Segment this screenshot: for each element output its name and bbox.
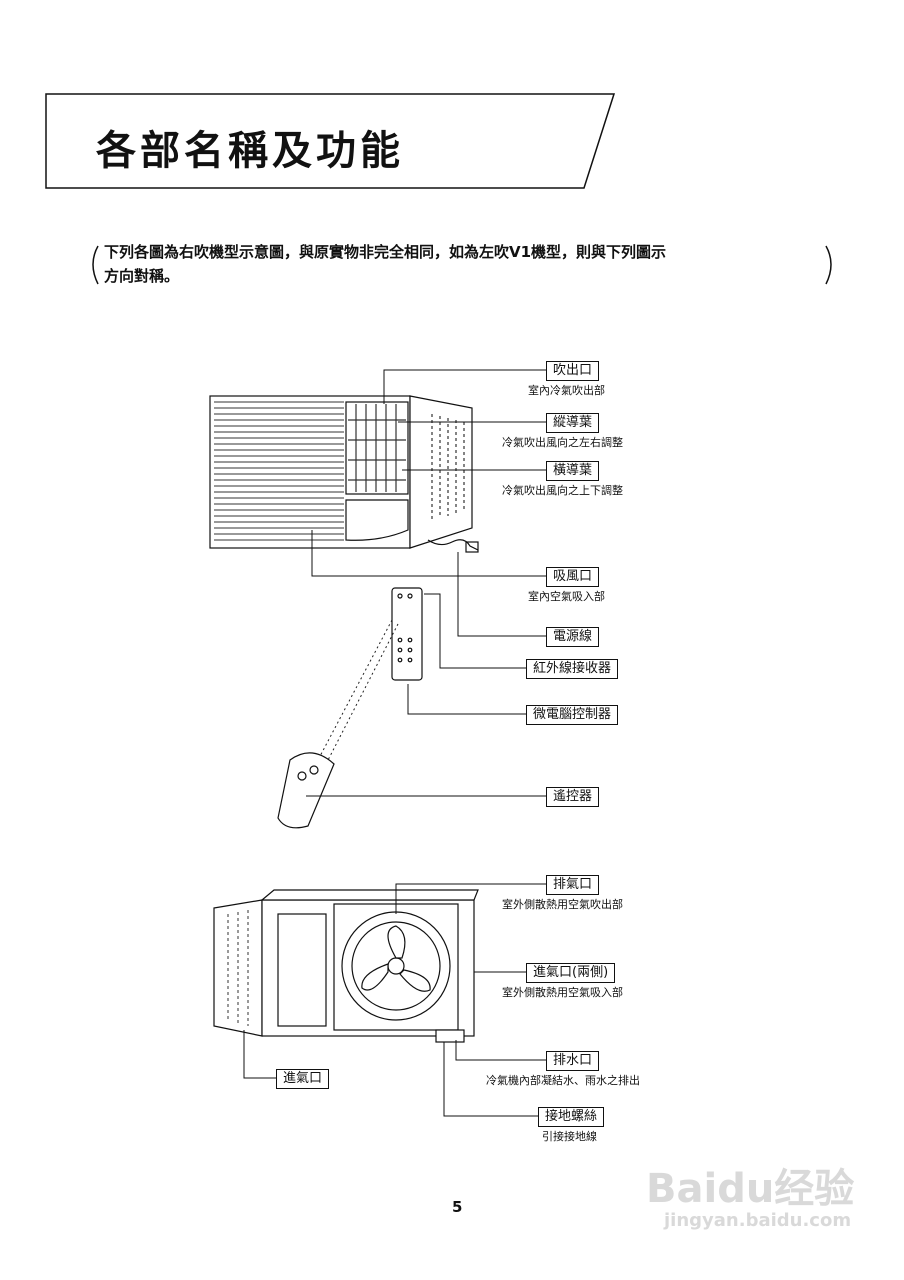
desc-horizontal-louver: 冷氣吹出風向之上下調整 bbox=[502, 484, 623, 497]
intro-line-1: 下列各圖為右吹機型示意圖，與原實物非完全相同，如為左吹V1機型，則與下列圖示 bbox=[104, 243, 667, 261]
intro-line-2: 方向對稱。 bbox=[104, 267, 180, 285]
label-ground-screw: 接地螺絲 bbox=[538, 1107, 605, 1127]
remote-control-drawing bbox=[277, 752, 335, 829]
label-ir-receiver: 紅外線接收器 bbox=[526, 659, 619, 679]
desc-drain: 冷氣機內部凝結水、雨水之排出 bbox=[486, 1074, 640, 1087]
title-banner-frame bbox=[45, 93, 616, 189]
outdoor-leader-lines bbox=[243, 883, 546, 1117]
label-vertical-louver: 縱導葉 bbox=[546, 413, 600, 433]
page-title: 各部名稱及功能 bbox=[96, 128, 404, 174]
label-air-intake: 吸風口 bbox=[546, 567, 600, 587]
desc-side-intake: 室外側散熱用空氣吸入部 bbox=[502, 986, 623, 999]
intro-bracket-left bbox=[92, 245, 99, 285]
outdoor-side-vents bbox=[227, 910, 249, 1026]
label-horizontal-louver: 橫導葉 bbox=[546, 461, 600, 481]
desc-ground-screw: 引接接地線 bbox=[542, 1130, 597, 1143]
intro-bracket-right bbox=[825, 245, 832, 285]
wall-controller-drawing bbox=[391, 587, 423, 681]
infrared-beam bbox=[317, 619, 399, 765]
label-microcomputer-controller: 微電腦控制器 bbox=[526, 705, 619, 725]
desc-air-intake: 室內空氣吸入部 bbox=[528, 590, 605, 603]
label-exhaust: 排氣口 bbox=[546, 875, 600, 895]
intro-text: 下列各圖為右吹機型示意圖，與原實物非完全相同，如為左吹V1機型，則與下列圖示 方… bbox=[104, 240, 824, 288]
desc-exhaust: 室外側散熱用空氣吹出部 bbox=[502, 898, 623, 911]
watermark-url: jingyan.baidu.com bbox=[664, 1210, 852, 1231]
label-drain: 排水口 bbox=[546, 1051, 600, 1071]
desc-outlet: 室內冷氣吹出部 bbox=[528, 384, 605, 397]
indoor-unit-drawing bbox=[209, 395, 479, 553]
desc-vertical-louver: 冷氣吹出風向之左右調整 bbox=[502, 436, 623, 449]
label-side-intake: 進氣口(兩側) bbox=[526, 963, 616, 983]
indoor-leader-lines bbox=[306, 369, 546, 797]
page-number: 5 bbox=[452, 1198, 463, 1216]
label-rear-intake: 進氣口 bbox=[276, 1069, 330, 1089]
label-outlet: 吹出口 bbox=[546, 361, 600, 381]
label-power-cord: 電源線 bbox=[546, 627, 600, 647]
watermark-brand: Baidu经验 bbox=[646, 1166, 855, 1212]
label-remote-control: 遙控器 bbox=[546, 787, 600, 807]
outdoor-unit-drawing bbox=[213, 889, 479, 1043]
